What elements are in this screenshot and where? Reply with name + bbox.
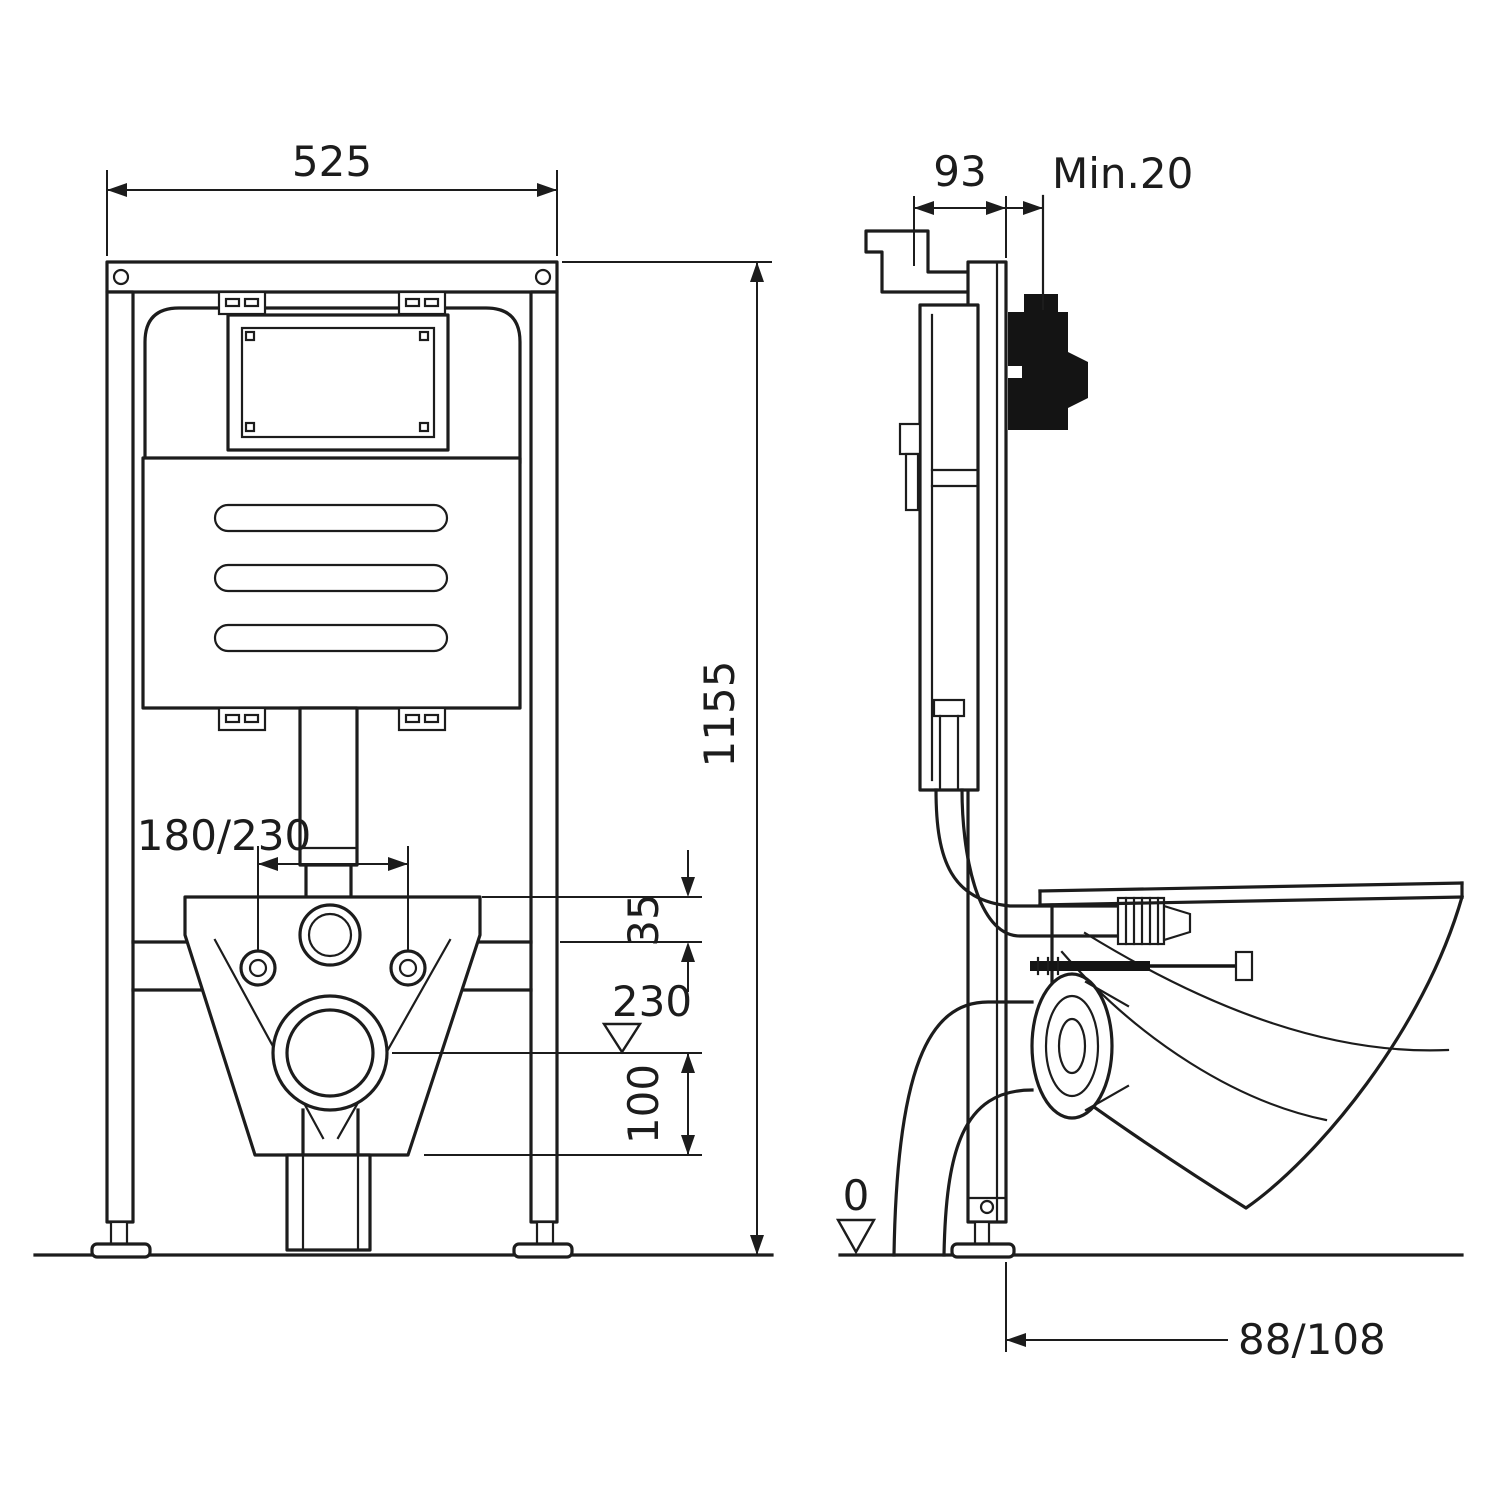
adjustable-foot-right <box>512 1220 574 1259</box>
fixing-bolt-right <box>389 949 427 987</box>
dim-wall-clearance: Min.20 <box>1006 149 1193 310</box>
waste-down-pipe <box>285 1108 372 1252</box>
dim-plate-offset-label: 35 <box>619 893 668 946</box>
waste-bend-pipe <box>892 1000 1034 1257</box>
dim-supply-level-label: 230 <box>612 977 692 1026</box>
dim-drain-offset-label: 88/108 <box>1238 1315 1386 1364</box>
dim-wall-clearance-label: Min.20 <box>1052 149 1193 198</box>
dim-frame-height-label: 1155 <box>695 661 744 768</box>
dim-outlet-height: 100 <box>424 1053 702 1156</box>
dim-plate-offset: 35 <box>482 850 702 992</box>
dim-floor-level-label: 0 <box>843 1171 870 1220</box>
dim-frame-depth: 93 <box>913 147 1007 266</box>
adjustable-foot-left <box>90 1220 152 1259</box>
flush-pipe-side <box>934 788 1120 938</box>
wall-bracket <box>864 229 970 294</box>
dim-frame-width-label: 525 <box>292 137 372 186</box>
dim-frame-width: 525 <box>106 137 558 256</box>
access-panel <box>226 313 450 452</box>
fixing-bolt-left <box>239 949 277 987</box>
flush-connector-threaded <box>1116 896 1192 946</box>
mounting-bolt-side <box>1030 950 1254 982</box>
waste-connector-rosette <box>1030 972 1130 1120</box>
cistern-profile <box>898 303 980 792</box>
dim-outlet-height-label: 100 <box>619 1064 668 1144</box>
cistern-body <box>141 456 522 710</box>
level-triangle-230 <box>601 1022 643 1055</box>
dim-supply-level: 230 <box>392 977 702 1055</box>
mounting-tab-lower <box>217 706 447 732</box>
mounting-tab <box>217 290 447 316</box>
cistern-top-bracket <box>143 306 522 464</box>
dim-drain-offset: 88/108 <box>1005 1262 1386 1364</box>
flush-button-unit <box>1008 294 1088 430</box>
dim-floor-level: 0 <box>835 1171 877 1255</box>
adjustable-foot-side <box>950 1199 1016 1259</box>
flush-outlet <box>298 903 362 967</box>
side-view <box>838 194 1464 1259</box>
dim-frame-height: 1155 <box>562 261 772 1255</box>
dim-bolt-spacing-label: 180/230 <box>137 811 311 860</box>
front-view <box>33 260 774 1259</box>
waste-outlet <box>271 994 389 1112</box>
level-triangle-zero <box>835 1218 877 1255</box>
dim-frame-depth-label: 93 <box>933 147 986 196</box>
dim-bolt-spacing: 180/230 <box>137 811 409 950</box>
